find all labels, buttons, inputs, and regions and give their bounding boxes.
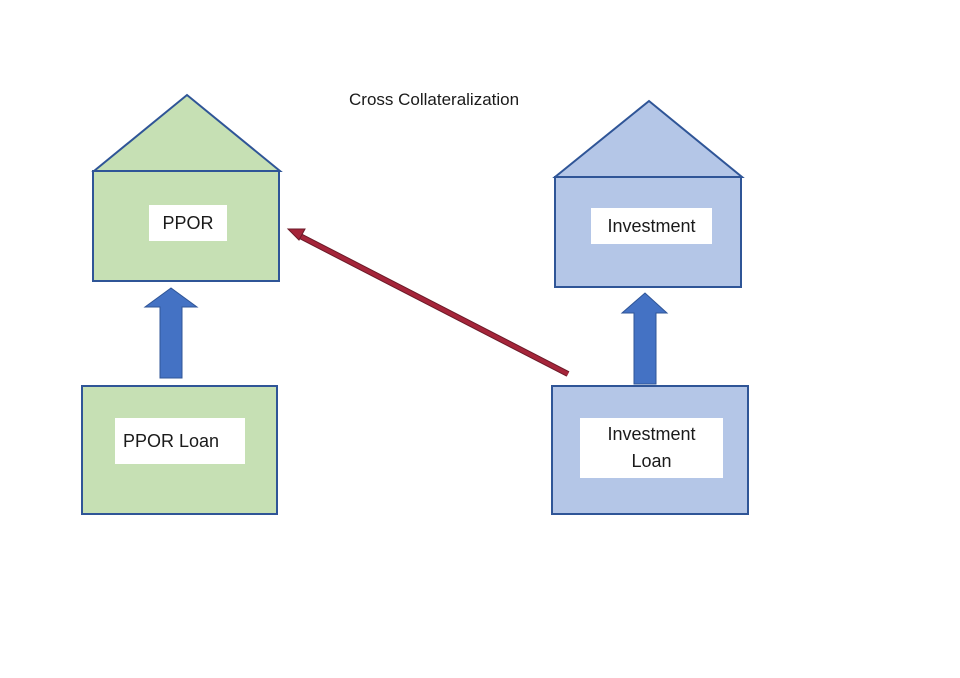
investment-house-roof (552, 99, 745, 178)
investment-loan-label: Investment Loan (580, 418, 723, 478)
ppor-house-roof (91, 93, 283, 172)
cross-collateral-arrow (286, 228, 570, 377)
investment-up-arrow (620, 292, 669, 385)
diagram-title: Cross Collateralization (349, 90, 520, 109)
ppor-loan-label: PPOR Loan (115, 418, 245, 464)
ppor-up-arrow (143, 287, 199, 379)
ppor-label: PPOR (149, 205, 227, 241)
investment-label: Investment (591, 208, 712, 244)
